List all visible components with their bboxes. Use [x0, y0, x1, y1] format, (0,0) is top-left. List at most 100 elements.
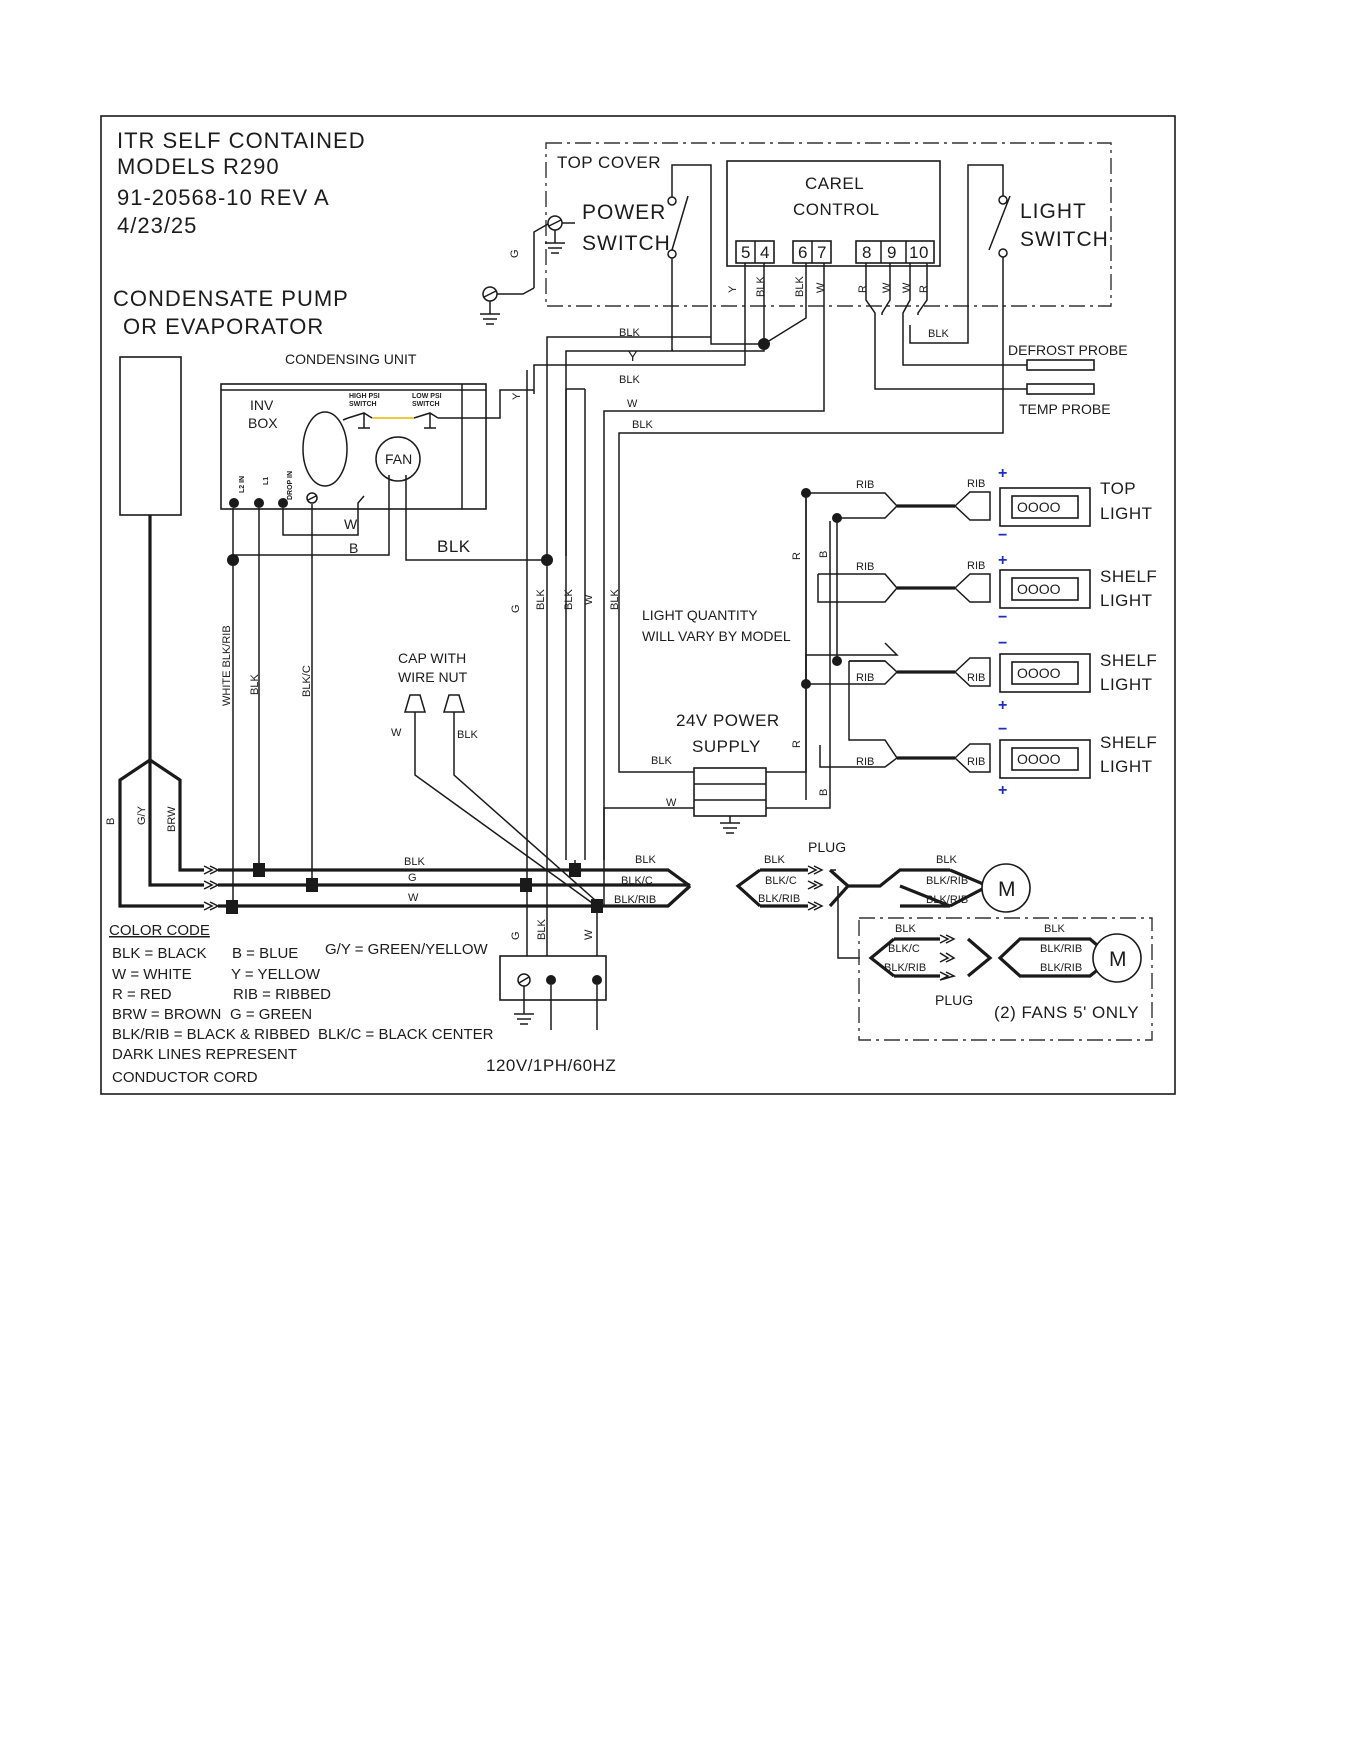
power-supply-24v: 24V POWER SUPPLY BLK W R B R B: [603, 490, 831, 860]
wire-label-w-cap: W: [391, 727, 402, 739]
wire-label-g-h: G: [408, 872, 417, 884]
shelf-light-1-label-1: SHELF: [1100, 567, 1157, 586]
terminal-9: 9: [887, 243, 897, 262]
legend-blkc: BLK/C = BLACK CENTER: [318, 1026, 494, 1043]
temp-probe-label: TEMP PROBE: [1019, 401, 1111, 417]
wire-label-blk-m1: BLK: [936, 854, 957, 866]
wire-label-rib-3: RIB: [856, 672, 874, 684]
wire-label-w-ps: W: [666, 797, 677, 809]
fan-label: FAN: [385, 451, 412, 467]
legend-w: W = WHITE: [112, 966, 192, 983]
wire-label-y-run: Y: [628, 348, 638, 364]
wire-label-blk-c: BLK: [632, 419, 653, 431]
diagram-frame: [100, 115, 1176, 1095]
wire-label-g-cover: G: [509, 249, 521, 258]
plug-top: PLUG BLK BLK/C BLK/RIB BLK BLK/RIB BLK/R…: [666, 839, 1031, 959]
wire-label-blk-b: BLK: [619, 374, 640, 386]
low-psi-label-2: SWITCH: [412, 401, 440, 408]
legend-rib: RIB = RIBBED: [233, 986, 331, 1003]
wire-label-blkrib-m2a: BLK/RIB: [1040, 943, 1082, 955]
condensate-pump: CONDENSATE PUMP OR EVAPORATOR: [113, 286, 349, 516]
legend-blk: BLK = BLACK: [112, 945, 207, 962]
wire-label-blkrib-h: BLK/RIB: [614, 894, 656, 906]
title-line-2: MODELS R290: [117, 154, 280, 179]
light-note-1: LIGHT QUANTITY: [642, 607, 758, 623]
wire-label-y-5: Y: [727, 285, 739, 293]
terminal-drop-label: DROP IN: [287, 471, 294, 500]
legend-dark-2: CONDUCTOR CORD: [112, 1069, 258, 1086]
wire-label-w-7: W: [815, 282, 827, 293]
wire-label-blk-m2: BLK: [1044, 923, 1065, 935]
wire-label-blkrib-f: BLK/RIB: [884, 962, 926, 974]
cap-wire-nut: CAP WITH WIRE NUT W BLK: [391, 650, 596, 906]
unit-harness-wiring: W B BLK WHITE BLK/RIB BLK BLK/C G BLK BL…: [221, 370, 621, 906]
wire-label-blk-6: BLK: [794, 276, 806, 297]
wire-label-blk-4: BLK: [755, 276, 767, 297]
main-harness: BLK G W BLK BLK/C BLK/RIB: [218, 854, 692, 980]
wire-label-blk-sup: BLK: [536, 919, 548, 940]
rib-shelf3: RIB: [967, 756, 985, 768]
fans-note: (2) FANS 5' ONLY: [994, 1003, 1139, 1022]
condensate-pump-box: [119, 356, 182, 516]
wire-label-b-ps2: B: [818, 789, 830, 796]
condensing-unit: CONDENSING UNIT INV BOX FAN HIGH PSI SWI…: [220, 351, 534, 510]
wire-label-w-unit: W: [344, 516, 358, 532]
title-line-1: ITR SELF CONTAINED: [117, 128, 366, 153]
shelf-light-2-label-1: SHELF: [1100, 651, 1157, 670]
shelf-light-1-label-2: LIGHT: [1100, 591, 1153, 610]
shelf-light-3: RIB OOOO − + SHELF LIGHT: [953, 721, 1157, 799]
wire-label-w-run: W: [627, 398, 638, 410]
low-psi-label-1: LOW PSI: [412, 393, 442, 400]
wire-label-white-blkrib: WHITE BLK/RIB: [221, 625, 233, 706]
defrost-probe-label: DEFROST PROBE: [1008, 342, 1128, 358]
plug-top-label: PLUG: [808, 839, 846, 855]
wire-label-w-h: W: [408, 892, 419, 904]
plug-bottom-label: PLUG: [935, 992, 973, 1008]
terminal-l2-label: L2 IN: [239, 476, 246, 493]
pump-cord: B G/Y BRW: [105, 515, 220, 911]
terminal-10: 10: [909, 243, 929, 262]
wire-label-b-ps1: B: [818, 551, 830, 558]
wire-label-blkc-h: BLK/C: [621, 875, 653, 887]
legend-gy: G/Y = GREEN/YELLOW: [325, 941, 489, 958]
wire-label-r-ps2: R: [791, 740, 803, 748]
inv-box-label-1: INV: [250, 397, 274, 413]
wire-label-blk-ps: BLK: [651, 755, 672, 767]
top-light-label-2: LIGHT: [1100, 504, 1153, 523]
wire-label-blkc-drop: BLK/C: [301, 665, 313, 697]
color-code-title: COLOR CODE: [109, 922, 210, 939]
legend-g: G = GREEN: [230, 1006, 312, 1023]
motor-1: [981, 863, 1031, 913]
wire-label-b-cord: B: [105, 818, 117, 825]
wire-label-brw-cord: BRW: [166, 806, 178, 832]
wire-label-w-9: W: [881, 282, 893, 293]
compressor: [302, 411, 348, 487]
wire-label-blk-h2: BLK: [635, 854, 656, 866]
condensate-label-1: CONDENSATE PUMP: [113, 286, 349, 311]
wire-label-y-cu: Y: [511, 392, 523, 400]
wire-label-rib-4: RIB: [856, 756, 874, 768]
title-line-4: 4/23/25: [117, 213, 197, 238]
wire-label-blk-a: BLK: [619, 327, 640, 339]
terminal-7: 7: [817, 243, 827, 262]
rib-shelf1: RIB: [967, 560, 985, 572]
wire-label-blk-v3: BLK: [609, 589, 621, 610]
shelf-light-3-plus: +: [998, 782, 1007, 799]
light-switch: LIGHT SWITCH BLK: [618, 164, 1108, 766]
wire-label-r-8: R: [857, 285, 869, 293]
condenser-fan: [375, 436, 421, 482]
wire-label-w-sup: W: [583, 929, 595, 940]
wire-label-blk-f: BLK: [895, 923, 916, 935]
shelf-light-2-plus: +: [998, 697, 1007, 714]
shelf-light-3-label-2: LIGHT: [1100, 757, 1153, 776]
supply-label: 120V/1PH/60HZ: [486, 1056, 616, 1075]
legend-r: R = RED: [112, 986, 172, 1003]
supply-junction-box: G BLK W 120V/1PH/60HZ: [486, 919, 616, 1075]
legend-blkrib: BLK/RIB = BLACK & RIBBED: [112, 1026, 310, 1043]
power-switch-label-2: SWITCH: [582, 232, 671, 255]
wire-label-r-ps1: R: [791, 552, 803, 560]
wire-label-blkc-p: BLK/C: [765, 875, 797, 887]
wire-label-blk-l1: BLK: [249, 674, 261, 695]
top-cover-label: TOP COVER: [557, 153, 661, 172]
